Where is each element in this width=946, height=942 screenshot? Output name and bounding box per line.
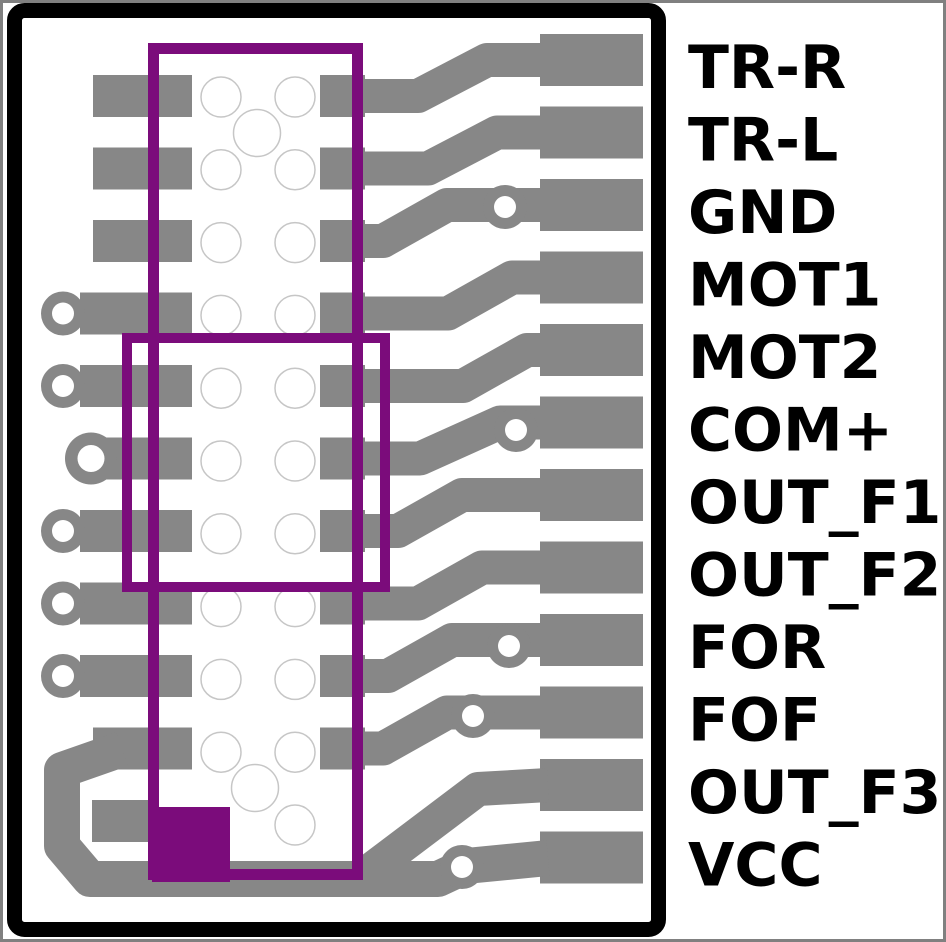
drill-hole-large bbox=[232, 108, 282, 158]
pin-pad bbox=[540, 179, 643, 231]
trace-pad bbox=[93, 147, 192, 190]
pin-label: OUT_F3 bbox=[688, 758, 941, 828]
drill-hole-large bbox=[230, 763, 280, 813]
pin1-marker bbox=[152, 807, 230, 882]
pin-label: MOT1 bbox=[688, 251, 881, 321]
trace-pad bbox=[93, 220, 192, 262]
ring-terminal-hole bbox=[52, 375, 74, 397]
pin-label: COM+ bbox=[688, 396, 893, 466]
drill-hole bbox=[274, 513, 316, 555]
pin-pad bbox=[540, 251, 643, 304]
pin-pad bbox=[540, 396, 643, 449]
trace-pad bbox=[80, 365, 192, 407]
ring-terminal-hole bbox=[52, 520, 74, 542]
pin-label: VCC bbox=[688, 831, 823, 901]
pin-label: FOR bbox=[688, 613, 826, 683]
copper-trace bbox=[363, 260, 548, 331]
drill-hole bbox=[274, 440, 316, 482]
pin-pad bbox=[540, 759, 643, 811]
ring-terminal-hole bbox=[52, 302, 74, 325]
trace-pad bbox=[80, 655, 192, 697]
component-inner-outline bbox=[122, 333, 390, 592]
drill-hole bbox=[200, 513, 242, 555]
ring-terminal-hole bbox=[52, 592, 74, 615]
pin-pad bbox=[540, 34, 643, 86]
via-layer bbox=[440, 185, 538, 889]
pin-label: TR-L bbox=[688, 106, 838, 176]
pin-labels: TR-RTR-LGNDMOT1MOT2COM+OUT_F1OUT_F2FORFO… bbox=[688, 33, 941, 901]
copper-trace bbox=[363, 695, 548, 766]
drill-hole bbox=[274, 149, 316, 191]
drill-hole bbox=[200, 149, 242, 191]
ring-terminal-hole bbox=[77, 445, 105, 472]
drill-hole bbox=[200, 221, 242, 264]
drill-hole bbox=[274, 658, 316, 701]
drill-hole bbox=[200, 585, 242, 628]
via-hole bbox=[494, 196, 516, 218]
drill-hole bbox=[274, 76, 316, 118]
drill-hole bbox=[274, 731, 316, 773]
pin-label: FOF bbox=[688, 686, 821, 756]
pin-pad bbox=[540, 324, 643, 376]
drill-hole bbox=[274, 367, 316, 409]
copper-trace bbox=[363, 43, 548, 113]
component-outline bbox=[148, 43, 363, 880]
drill-hole bbox=[200, 367, 242, 409]
pin-pad bbox=[540, 106, 643, 159]
pin-pad bbox=[540, 469, 643, 521]
via-hole bbox=[498, 635, 520, 657]
pin-pad bbox=[540, 541, 643, 594]
pin-label: GND bbox=[688, 178, 837, 248]
via-hole bbox=[451, 856, 473, 878]
pin-label: MOT2 bbox=[688, 323, 881, 393]
copper-trace bbox=[363, 333, 548, 403]
trace-pad bbox=[80, 292, 192, 335]
drill-hole bbox=[274, 294, 316, 337]
drill-hole bbox=[274, 585, 316, 628]
drill-hole bbox=[200, 731, 242, 773]
ring-terminal-hole bbox=[52, 665, 74, 687]
silkscreen-layer bbox=[122, 43, 390, 882]
drill-hole bbox=[274, 804, 316, 846]
copper-trace bbox=[363, 115, 548, 186]
pin-pad bbox=[540, 614, 643, 666]
drill-hole bbox=[274, 221, 316, 264]
drill-hole-layer bbox=[200, 76, 316, 846]
drill-hole bbox=[200, 76, 242, 118]
via-hole bbox=[505, 419, 527, 441]
copper-trace bbox=[363, 550, 548, 621]
drill-hole bbox=[200, 294, 242, 337]
copper-trace bbox=[357, 768, 549, 886]
pin-pad bbox=[540, 686, 643, 739]
pin-label: OUT_F1 bbox=[688, 468, 941, 538]
drill-hole bbox=[200, 658, 242, 701]
drill-hole bbox=[200, 440, 242, 482]
trace-pad bbox=[92, 800, 152, 842]
pin-label: TR-R bbox=[688, 33, 846, 103]
pin-pad bbox=[540, 831, 643, 884]
trace-pad bbox=[93, 75, 192, 117]
pin-label: OUT_F2 bbox=[688, 541, 941, 611]
trace-pad bbox=[80, 510, 192, 552]
via-hole bbox=[462, 705, 484, 727]
copper-layer bbox=[41, 34, 643, 897]
